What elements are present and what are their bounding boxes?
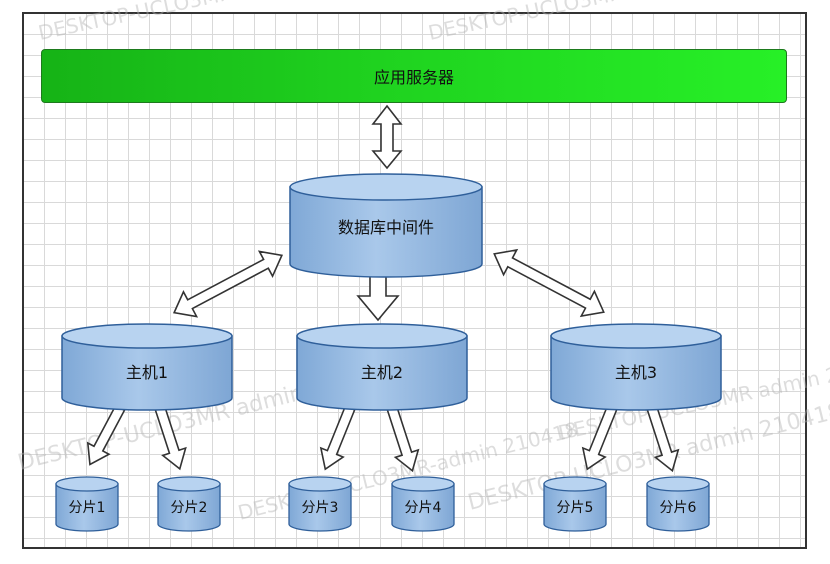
- arrow-host3-shard5: [581, 405, 618, 471]
- host-label: 主机3: [615, 363, 657, 382]
- shard-cylinder: 分片3: [288, 476, 352, 532]
- arrow-host3-shard6: [646, 405, 680, 473]
- shard-label: 分片6: [660, 500, 697, 516]
- host-to-shard-arrows: [86, 404, 680, 473]
- double-arrow-middleware-host3: [493, 248, 605, 318]
- shard-label: 分片4: [405, 500, 442, 516]
- arrow-host1-shard2: [154, 405, 187, 471]
- arrow-middleware-host2: [356, 275, 400, 322]
- watermark: DESKTOP-UCLO3MR-admin 210418: [426, 0, 773, 45]
- double-arrow-app-middleware: [371, 104, 403, 170]
- arrow-host2-shard3: [319, 405, 356, 471]
- shard-cylinder: 分片5: [543, 476, 607, 532]
- shard-label: 分片5: [557, 500, 594, 516]
- shard-cylinder: 分片1: [55, 476, 119, 532]
- app-server-box: 应用服务器: [41, 49, 787, 103]
- host-label: 主机1: [126, 363, 168, 382]
- shard-cylinder: 分片4: [391, 476, 455, 532]
- arrow-host1-shard1: [86, 404, 126, 466]
- shard-cylinder: 分片2: [157, 476, 221, 532]
- shard-cylinder: 分片6: [646, 476, 710, 532]
- app-server-label: 应用服务器: [373, 68, 454, 87]
- host-cylinder: 主机2: [296, 323, 468, 411]
- middleware-cylinder: 数据库中间件: [289, 173, 483, 278]
- shard-label: 分片3: [302, 500, 339, 516]
- arrow-host2-shard4: [386, 405, 420, 473]
- watermark: DESKTOP-UCLO3MR-admin 210418: [36, 0, 383, 45]
- host-label: 主机2: [361, 363, 403, 382]
- middleware-label: 数据库中间件: [338, 218, 434, 237]
- host-cylinder: 主机3: [550, 323, 722, 411]
- double-arrow-middleware-host1: [172, 250, 284, 318]
- shard-label: 分片1: [69, 500, 106, 516]
- shard-label: 分片2: [171, 500, 208, 516]
- connection-arrows: [86, 104, 680, 473]
- host-cylinder: 主机1: [61, 323, 233, 411]
